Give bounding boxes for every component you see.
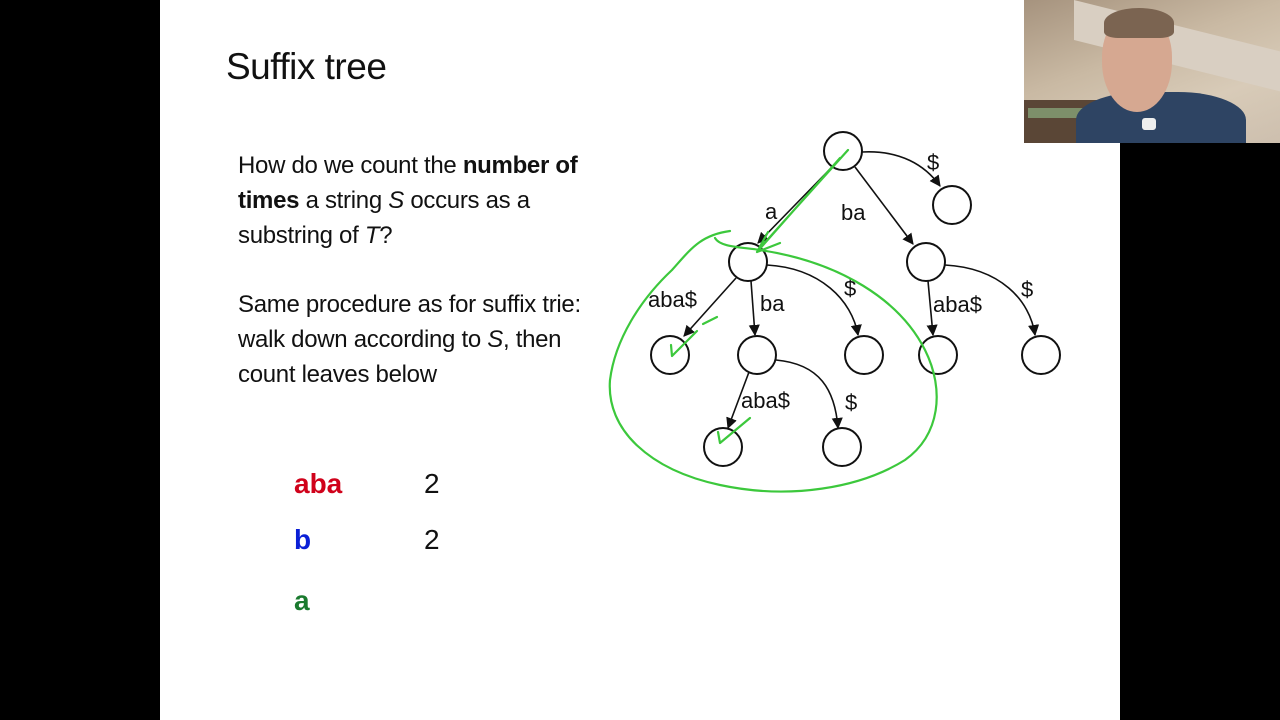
edge-label: ba [841,200,866,225]
edge-root-ba [854,166,914,245]
webcam-video [1024,0,1280,143]
edge-label: a [765,199,778,224]
edge-aba-aba [726,371,750,430]
green-annotations [608,148,938,493]
variable-s: S [487,326,503,353]
query-pattern: a [294,585,310,616]
edge-a-dollar [766,264,862,337]
edge-ba-dollar [944,264,1040,337]
edge-label: ba [760,291,785,316]
question-part: a string [299,187,389,214]
variable-t: T [364,222,380,249]
tree-edges [683,151,1040,430]
edge-label: $ [844,276,856,301]
node-ba [906,242,946,282]
query-row: a [294,585,310,617]
query-count: 2 [424,524,440,555]
query-pattern: aba [294,468,343,499]
answer-part: , then count leaves below [238,326,562,388]
walk-arrow [755,148,850,254]
check-mark [669,315,719,358]
edge-labels: $ a ba aba$ ba $ aba$ $ aba$ $ [648,150,1033,415]
tree-nodes [650,131,1061,467]
loop-circle [608,229,938,493]
node-root [823,131,863,171]
node-leaf [703,427,743,467]
check-mark [716,416,752,445]
question-part: How do we count the [238,152,463,179]
question-emphasis: number of times [238,152,578,214]
question-text: How do we count the number of times a st… [238,148,618,253]
node-leaf [1021,335,1061,375]
edge-label: aba$ [648,287,697,312]
query-row: aba 2 [294,468,440,500]
slide: Suffix tree How do we count the number o… [160,0,1120,720]
question-part: ? [379,222,393,249]
query-row: b 2 [294,524,440,556]
edge-label: aba$ [933,292,982,317]
node-leaf [932,185,972,225]
edge-label: $ [1021,277,1033,302]
node-leaf [918,335,958,375]
node-leaf [844,335,884,375]
edge-ba-aba [926,280,938,337]
edge-a-aba [683,277,737,337]
edge-label: $ [927,150,939,175]
edge-label: aba$ [741,388,790,413]
slide-title: Suffix tree [226,46,387,87]
question-part: occurs as a substring of [238,187,530,249]
node-leaf [822,427,862,467]
query-pattern: b [294,524,312,555]
answer-part: Same procedure as for suffix trie: walk … [238,291,581,353]
node-aba [737,335,777,375]
answer-text: Same procedure as for suffix trie: walk … [238,287,618,392]
query-count: 2 [424,468,440,499]
edge-root-dollar [861,151,941,187]
edge-aba-dollar [775,359,843,430]
edge-a-ba [748,280,760,337]
edge-label: $ [845,390,857,415]
node-leaf [650,335,690,375]
variable-s: S [388,187,404,214]
